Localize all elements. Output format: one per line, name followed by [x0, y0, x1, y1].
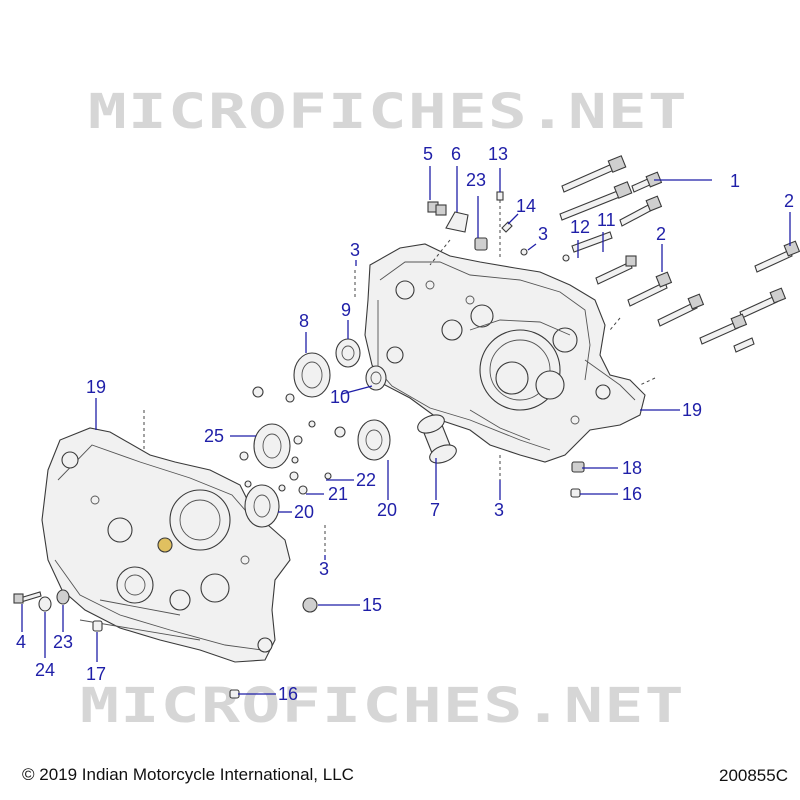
crankcase-bolts	[559, 155, 800, 353]
callout-6: 6	[451, 144, 461, 164]
callout-11: 11	[597, 210, 616, 230]
callout-5: 5	[423, 144, 433, 164]
callout-25: 25	[204, 426, 224, 446]
watermark-bottom: MICROFICHES.NET	[80, 678, 685, 734]
watermark-top: MICROFICHES.NET	[88, 84, 688, 140]
callout-9: 9	[341, 300, 351, 320]
copyright-notice: © 2019 Indian Motorcycle International, …	[22, 765, 354, 784]
callout-22: 22	[356, 470, 376, 490]
right-crankcase-half	[364, 243, 646, 463]
callout-14: 14	[516, 196, 536, 216]
callout-16-right: 16	[622, 484, 642, 504]
callout-3-top-left: 3	[350, 240, 360, 260]
callout-3-bottom-left: 3	[319, 559, 329, 579]
callout-13: 13	[488, 144, 508, 164]
callout-24: 24	[35, 660, 55, 680]
callout-1: 1	[730, 171, 740, 191]
callout-23-bottom: 23	[53, 632, 73, 652]
callout-12: 12	[570, 217, 590, 237]
callout-2-mid: 2	[656, 224, 666, 244]
alignment-lines	[143, 200, 656, 555]
callout-21: 21	[328, 484, 348, 504]
left-crankcase-half	[41, 427, 291, 663]
callout-18: 18	[622, 458, 642, 478]
callout-20-left: 20	[294, 502, 314, 522]
callout-15: 15	[362, 595, 382, 615]
diagram-code: 200855C	[718, 766, 788, 785]
callout-4: 4	[16, 632, 26, 652]
callout-20-right: 20	[377, 500, 397, 520]
callout-10: 10	[330, 387, 350, 407]
callout-17: 17	[86, 664, 106, 684]
callout-23-top: 23	[466, 170, 486, 190]
callout-3-bottom-right: 3	[494, 500, 504, 520]
callout-numbers: 1 2 2 11 12 13 14 23 6 5 3 3 9 8 10 25 2…	[16, 144, 794, 704]
callout-16-bottom: 16	[278, 684, 298, 704]
callout-3-top-right: 3	[538, 224, 548, 244]
callout-2-right: 2	[784, 191, 794, 211]
callout-8: 8	[299, 311, 309, 331]
breather-parts	[427, 191, 570, 262]
callout-leaders	[21, 166, 791, 695]
callout-19-left: 19	[86, 377, 106, 397]
callout-7: 7	[430, 500, 440, 520]
callout-19-right: 19	[682, 400, 702, 420]
